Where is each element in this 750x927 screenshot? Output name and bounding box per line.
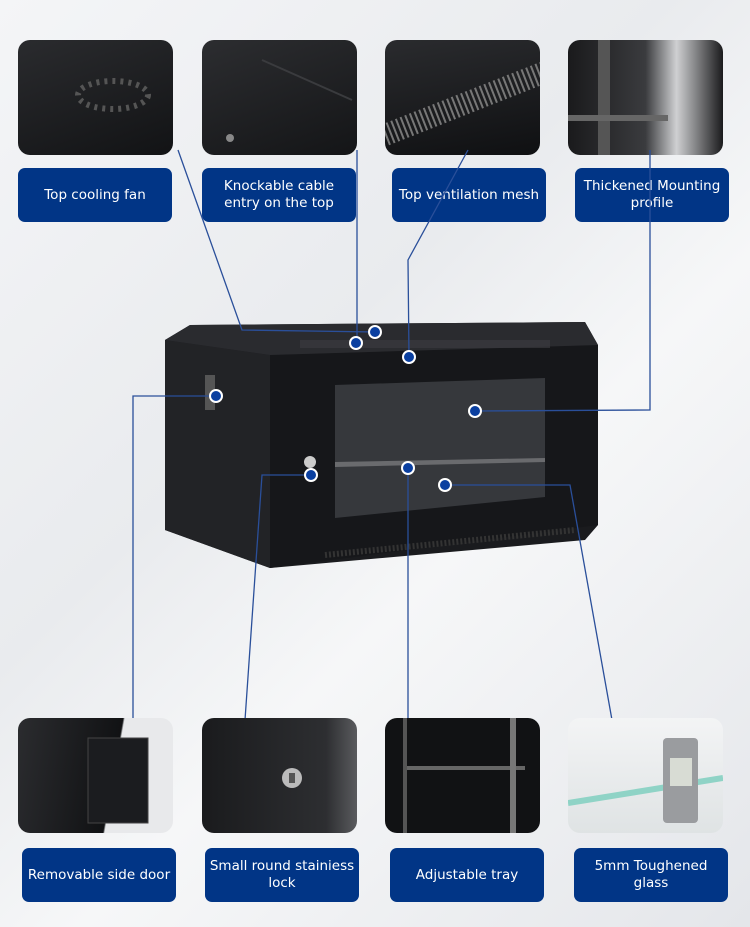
photo-cable-entry: [202, 40, 357, 155]
dot-ventilation-mesh: [402, 350, 416, 364]
line-mounting-profile: [474, 150, 651, 412]
dot-cable-entry: [349, 336, 363, 350]
dot-side-door: [209, 389, 223, 403]
mesh-pattern-icon: [385, 62, 540, 146]
dot-mounting-profile: [468, 404, 482, 418]
dot-lock: [304, 468, 318, 482]
label-ventilation-mesh: Top ventilation mesh: [392, 168, 546, 222]
photo-glass: [568, 718, 723, 833]
dot-glass: [438, 478, 452, 492]
photo-mounting-profile: [568, 40, 723, 155]
dot-tray: [401, 461, 415, 475]
caliper-icon: [568, 738, 723, 823]
line-lock: [244, 474, 311, 721]
label-lock: Small round stainiess lock: [205, 848, 359, 902]
line-glass: [445, 484, 613, 721]
label-side-door: Removable side door: [22, 848, 176, 902]
rail-icon: [568, 40, 668, 155]
photo-top-cooling-fan: [18, 40, 173, 155]
screw-icon: [226, 59, 353, 142]
line-cooling-fan: [177, 149, 376, 333]
label-glass: 5mm Toughened glass: [574, 848, 728, 902]
line-ventilation-mesh: [407, 149, 469, 358]
label-mounting-profile: Thickened Mounting profile: [575, 168, 729, 222]
dot-cooling-fan: [368, 325, 382, 339]
fan-vent-icon: [75, 78, 151, 112]
side-door-icon: [87, 737, 149, 824]
photo-ventilation-mesh: [385, 40, 540, 155]
lock-icon: [282, 768, 302, 788]
label-tray: Adjustable tray: [390, 848, 544, 902]
photo-side-door: [18, 718, 173, 833]
label-cable-entry: Knockable cable entry on the top: [202, 168, 356, 222]
label-top-cooling-fan: Top cooling fan: [18, 168, 172, 222]
photo-tray: [385, 718, 540, 833]
line-side-door: [132, 395, 216, 720]
tray-icon: [403, 718, 525, 833]
photo-lock: [202, 718, 357, 833]
